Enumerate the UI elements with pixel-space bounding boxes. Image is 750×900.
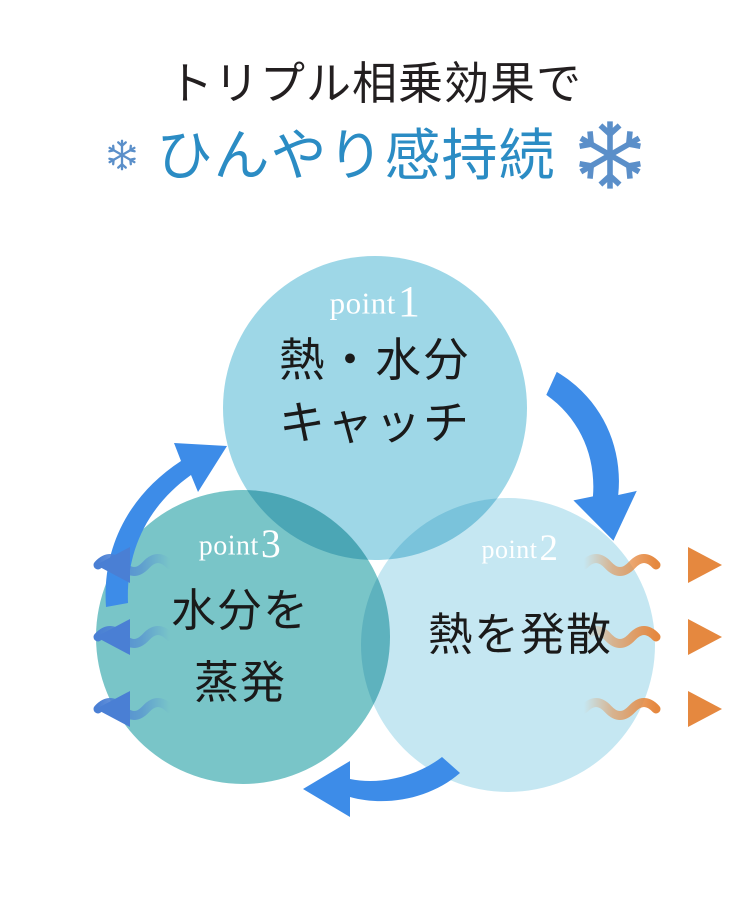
cycle-diagram: point1 熱・水分 キャッチ point3 水分を 蒸発 point2 熱を… <box>0 225 750 865</box>
heading-line-2-row: ひんやり感持続 <box>0 115 750 200</box>
arrowhead-right-3 <box>688 691 722 727</box>
arrowhead-right-2 <box>688 619 722 655</box>
arrow-left-up <box>105 443 227 607</box>
arrow-right-down <box>546 371 637 541</box>
arrowhead-left-1 <box>96 547 130 583</box>
heading-line-2: ひんやり感持続 <box>156 125 556 188</box>
circle-point1 <box>223 256 527 560</box>
arrowhead-right-1 <box>688 547 722 583</box>
snowflake-icon-right <box>570 115 650 200</box>
emission-arrowheads-right <box>688 547 722 727</box>
emission-arrows-right <box>579 554 661 720</box>
circle-point2 <box>361 498 655 792</box>
arrowhead-left-2 <box>96 619 130 655</box>
heading-line-1: トリプル相乗効果で <box>167 59 582 109</box>
arrow-bottom-left <box>303 757 460 817</box>
arrowhead-left-3 <box>96 691 130 727</box>
point-circles <box>96 256 655 792</box>
cycle-arrows <box>105 371 637 817</box>
heading-block: トリプル相乗効果で <box>0 58 750 200</box>
snowflake-icon-left <box>101 134 143 181</box>
emission-arrowheads-left <box>96 547 130 727</box>
wave-right-2 <box>579 626 661 648</box>
wave-right-1 <box>579 554 661 576</box>
wave-right-3 <box>579 698 661 720</box>
